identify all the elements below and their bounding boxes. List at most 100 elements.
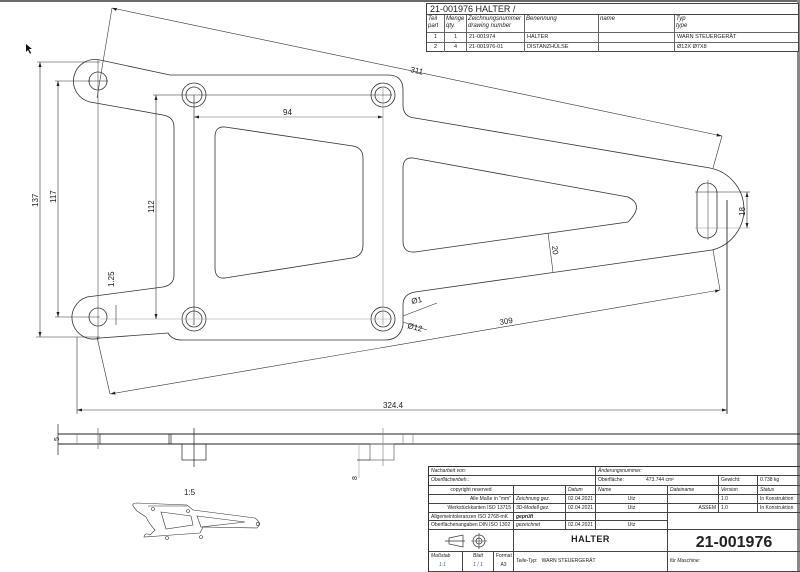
teile-typ-label: Teile-Typ: xyxy=(516,558,538,564)
oberflaeche-label: Oberfläche: xyxy=(596,476,668,486)
cell-name xyxy=(599,43,675,52)
werkstueck-text: Werkstückkanten ISO 13715 xyxy=(429,504,514,513)
copyright-text: copyright reserved xyxy=(429,486,514,495)
cell-part: 2 xyxy=(427,43,445,52)
slot-cutout xyxy=(696,182,718,239)
empty-box xyxy=(668,513,800,530)
row-status: In Konstruktion xyxy=(758,504,800,513)
projection-symbol-box xyxy=(429,530,514,552)
part-outline xyxy=(71,59,745,341)
header-name: name xyxy=(599,15,675,32)
cell-drawing-number: 21-001976-01 xyxy=(467,43,525,52)
title-block: Nacharbeit von: Änderungsnummer: Oberflä… xyxy=(428,466,800,572)
col-dateiname: Dateiname xyxy=(668,486,719,495)
isometric-view: 1:5 xyxy=(132,488,261,540)
dim-20: 20 xyxy=(550,245,560,255)
row-name: Utz xyxy=(596,521,668,530)
dim-dia-12: Ø12 xyxy=(407,321,424,334)
header-name-de: name xyxy=(600,16,616,22)
row-status: In Konstruktion xyxy=(758,495,800,504)
massstab-value: 1:1 xyxy=(439,562,446,568)
row-datum: 02.04.2021 xyxy=(566,504,596,513)
dim-94: 94 xyxy=(283,108,292,117)
drawing-number: 21-001976 xyxy=(668,530,800,552)
header-benennung-de: Benennung xyxy=(526,16,557,22)
row-label: Zeichnung gez. xyxy=(514,495,566,504)
dim-18: 18 xyxy=(738,207,747,216)
blatt-value: 1 / 1 xyxy=(473,562,483,568)
side-view-labels: 5 8 xyxy=(54,437,359,480)
col-version: Version xyxy=(719,486,758,495)
row-version: 1.0 xyxy=(719,495,758,504)
cell-drawing-number: 21-001974 xyxy=(467,33,525,42)
row-label: geprüft xyxy=(514,513,566,521)
nacharbeit-label: Nacharbeit von: xyxy=(429,467,596,476)
dim-112: 112 xyxy=(147,200,156,213)
dim-309: 309 xyxy=(499,316,514,327)
alle-masse-text: Alle Maße in "mm" xyxy=(429,495,514,504)
row-name: Utz xyxy=(596,495,668,504)
cell-type: WARN STEUERGERÄT xyxy=(677,34,737,40)
trapezoid-cutout xyxy=(214,126,364,279)
row-version: 1.0 xyxy=(719,504,758,513)
dim-dia-1: Ø1 xyxy=(411,295,424,306)
col-status: Status xyxy=(758,486,800,495)
dim-1-25: 1.25 xyxy=(107,271,116,287)
part-top-view xyxy=(71,59,745,341)
header-part-de: Teil xyxy=(428,16,438,22)
format-label: Format xyxy=(496,553,512,559)
cell-type: Ø12X Ø7X8 xyxy=(677,44,707,50)
parts-list-title: 21-001976 HALTER / xyxy=(427,4,798,15)
cell-qty: 4 xyxy=(445,43,467,52)
center-lines xyxy=(88,60,750,340)
format-value: A3 xyxy=(500,562,507,568)
oberflaeche-value: 473.744 cm² xyxy=(644,476,719,486)
row-dateiname: ASSEM xyxy=(668,504,719,513)
dim-324-4: 324.4 xyxy=(383,401,404,410)
dim-side-8: 8 xyxy=(352,476,359,480)
part-side-view xyxy=(57,424,800,478)
cell-name xyxy=(599,33,675,42)
dim-137: 137 xyxy=(31,193,40,207)
teile-typ-cell: Teile-Typ: WARN STEUERGERÄT xyxy=(514,552,668,572)
aenderung-label: Änderungsnummer: xyxy=(596,467,800,476)
maschine-label: für Maschine: xyxy=(668,552,800,572)
header-type-en: type xyxy=(676,23,688,29)
sheet-frame-right xyxy=(797,0,800,571)
header-type-de: Typ xyxy=(676,16,686,22)
row-name: Utz xyxy=(596,504,668,513)
col-datum: Datum xyxy=(566,486,596,495)
header-drawing-number-de: Zeichnungsnummer xyxy=(468,16,522,22)
col-name: Name xyxy=(596,486,668,495)
header-benennung: Benennung xyxy=(525,15,599,32)
cell-part: 1 xyxy=(427,33,445,42)
blatt-label: Blatt xyxy=(472,553,483,559)
header-drawing-number-en: drawing number xyxy=(468,23,512,29)
cell-benennung: DISTANZHÜLSE xyxy=(525,43,599,52)
massstab-label: Maßstab xyxy=(431,553,451,559)
row-label: 3D-Modell gez. xyxy=(514,504,566,513)
row-name xyxy=(596,513,668,521)
cell-benennung: HALTER xyxy=(525,33,599,42)
row-dateiname xyxy=(668,495,719,504)
header-part-en: part xyxy=(428,23,439,29)
dimension-labels: 311 309 324.4 137 117 112 94 1.25 20 18 … xyxy=(31,65,747,410)
table-row: 1 1 21-001974 HALTER WARN STEUERGERÄT xyxy=(427,33,798,43)
first-angle-projection-icon xyxy=(445,533,487,549)
dimension-lines xyxy=(36,7,748,414)
row-datum: 02.04.2021 xyxy=(566,521,596,530)
dimension-arrows xyxy=(38,8,749,412)
part-name: HALTER xyxy=(514,530,668,552)
iso-scale-label: 1:5 xyxy=(184,488,196,497)
header-qty-de: Menge xyxy=(446,16,465,22)
teile-typ-value: WARN STEUERGERÄT xyxy=(541,558,596,564)
cell-qty: 1 xyxy=(445,33,467,42)
row-label: gezeichnet xyxy=(514,521,566,530)
dim-117: 117 xyxy=(49,190,58,203)
